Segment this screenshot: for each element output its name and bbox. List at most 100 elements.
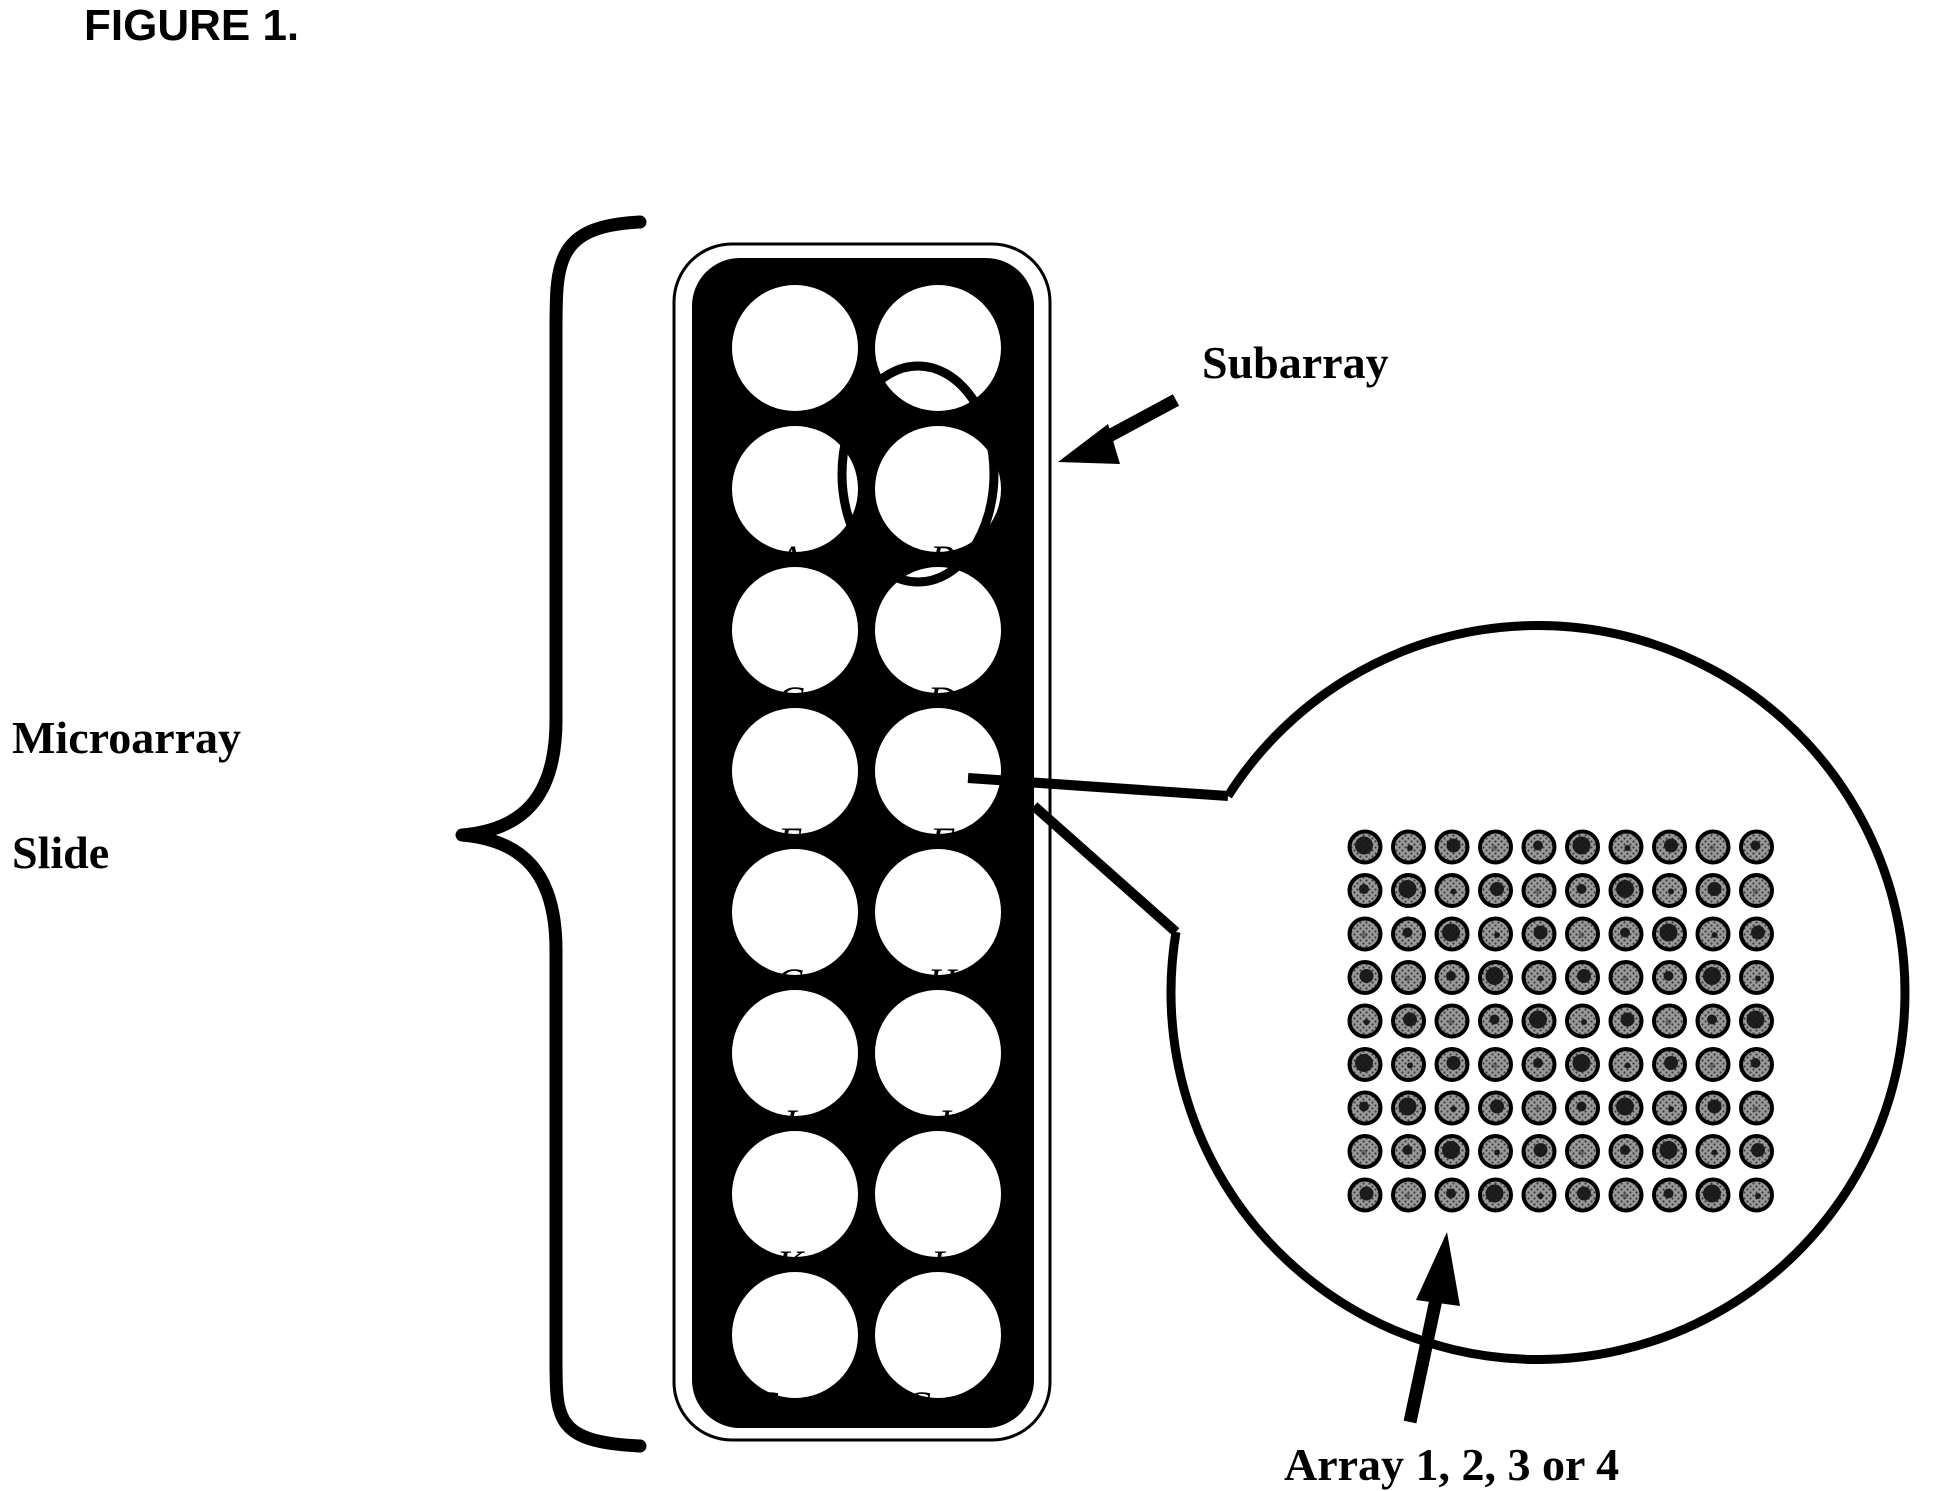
array-spot bbox=[1437, 832, 1468, 863]
array-spot bbox=[1437, 919, 1468, 950]
array-spot bbox=[1480, 1136, 1511, 1167]
array-spot bbox=[1437, 1093, 1468, 1124]
array-spot bbox=[1480, 832, 1511, 863]
well-blank-1 bbox=[732, 285, 858, 411]
well-circle bbox=[732, 708, 858, 834]
slide-body bbox=[692, 258, 1034, 1428]
array-spot bbox=[1524, 1006, 1555, 1037]
array-spot bbox=[1698, 1049, 1729, 1080]
array-spot bbox=[1654, 1136, 1685, 1167]
array-spot bbox=[1611, 962, 1642, 993]
array-spot bbox=[1437, 1180, 1468, 1211]
array-spot bbox=[1698, 1006, 1729, 1037]
array-spot bbox=[1698, 832, 1729, 863]
array-spot bbox=[1698, 919, 1729, 950]
array-spot bbox=[1741, 1093, 1772, 1124]
array-spot bbox=[1393, 1136, 1424, 1167]
well-circle bbox=[875, 849, 1001, 975]
array-spot bbox=[1567, 1180, 1598, 1211]
array-spot bbox=[1567, 1093, 1598, 1124]
array-spot bbox=[1611, 1180, 1642, 1211]
array-spot bbox=[1567, 875, 1598, 906]
array-spot bbox=[1524, 1049, 1555, 1080]
array-spot bbox=[1698, 1180, 1729, 1211]
array-spot bbox=[1654, 1049, 1685, 1080]
array-spot bbox=[1567, 1136, 1598, 1167]
array-spot bbox=[1654, 1006, 1685, 1037]
array-spot bbox=[1437, 1006, 1468, 1037]
array-spot bbox=[1698, 1093, 1729, 1124]
array-spot bbox=[1741, 919, 1772, 950]
array-spot bbox=[1741, 1049, 1772, 1080]
array-spot bbox=[1567, 1049, 1598, 1080]
well-circle bbox=[732, 1131, 858, 1257]
array-spot bbox=[1654, 875, 1685, 906]
array-spot bbox=[1698, 875, 1729, 906]
array-spot bbox=[1611, 1049, 1642, 1080]
array-spot bbox=[1393, 1049, 1424, 1080]
array-spot bbox=[1611, 919, 1642, 950]
array-spot bbox=[1480, 962, 1511, 993]
array-spot bbox=[1393, 1093, 1424, 1124]
well-label: Cont bbox=[751, 1383, 830, 1428]
array-spot bbox=[1393, 832, 1424, 863]
array-spot bbox=[1524, 1093, 1555, 1124]
array-spot bbox=[1611, 1093, 1642, 1124]
array-spot bbox=[1741, 875, 1772, 906]
well-circle bbox=[732, 285, 858, 411]
array-spot bbox=[1393, 1180, 1424, 1211]
array-spot bbox=[1480, 1093, 1511, 1124]
array-label: Array 1, 2, 3 or 4 bbox=[1284, 1439, 1619, 1490]
array-spot bbox=[1567, 1006, 1598, 1037]
well-circle bbox=[732, 990, 858, 1116]
well-circle bbox=[875, 990, 1001, 1116]
array-spot bbox=[1654, 832, 1685, 863]
well-label: Cont bbox=[903, 1383, 982, 1428]
array-spot bbox=[1480, 875, 1511, 906]
array-spot bbox=[1567, 962, 1598, 993]
array-spot bbox=[1524, 1136, 1555, 1167]
subarray-label: Subarray bbox=[1202, 337, 1389, 388]
array-spot bbox=[1393, 1006, 1424, 1037]
array-spot bbox=[1524, 832, 1555, 863]
array-spot bbox=[1611, 832, 1642, 863]
array-spot bbox=[1393, 962, 1424, 993]
array-spot bbox=[1393, 919, 1424, 950]
well-circle bbox=[875, 285, 1001, 411]
array-spot bbox=[1350, 1180, 1381, 1211]
well-circle bbox=[875, 708, 1001, 834]
array-spot bbox=[1524, 1180, 1555, 1211]
array-spot bbox=[1741, 1136, 1772, 1167]
array-spot bbox=[1524, 919, 1555, 950]
array-spot bbox=[1480, 1180, 1511, 1211]
array-spot bbox=[1350, 1006, 1381, 1037]
array-spot bbox=[1437, 962, 1468, 993]
array-spot bbox=[1524, 875, 1555, 906]
array-spot bbox=[1741, 1180, 1772, 1211]
well-circle bbox=[732, 849, 858, 975]
well-circle bbox=[732, 1272, 858, 1398]
figure-title: FIGURE 1. bbox=[84, 1, 299, 50]
array-spot bbox=[1437, 1136, 1468, 1167]
array-arrow-head bbox=[1416, 1232, 1460, 1306]
well-circle bbox=[732, 567, 858, 693]
well-circle bbox=[875, 1131, 1001, 1257]
array-spot bbox=[1350, 919, 1381, 950]
array-spot bbox=[1350, 1093, 1381, 1124]
array-spot bbox=[1350, 962, 1381, 993]
array-spot bbox=[1480, 1006, 1511, 1037]
array-spot bbox=[1524, 962, 1555, 993]
array-spot bbox=[1654, 962, 1685, 993]
array-spot bbox=[1393, 875, 1424, 906]
array-spot bbox=[1567, 832, 1598, 863]
array-spot bbox=[1611, 1136, 1642, 1167]
array-spot bbox=[1698, 962, 1729, 993]
array-spot bbox=[1350, 1049, 1381, 1080]
array-arrow-shaft bbox=[1410, 1290, 1438, 1422]
array-spot bbox=[1741, 962, 1772, 993]
array-spot bbox=[1611, 875, 1642, 906]
microarray-label: Microarray bbox=[12, 712, 241, 763]
array-spot bbox=[1480, 919, 1511, 950]
slide-label: Slide bbox=[12, 827, 109, 878]
